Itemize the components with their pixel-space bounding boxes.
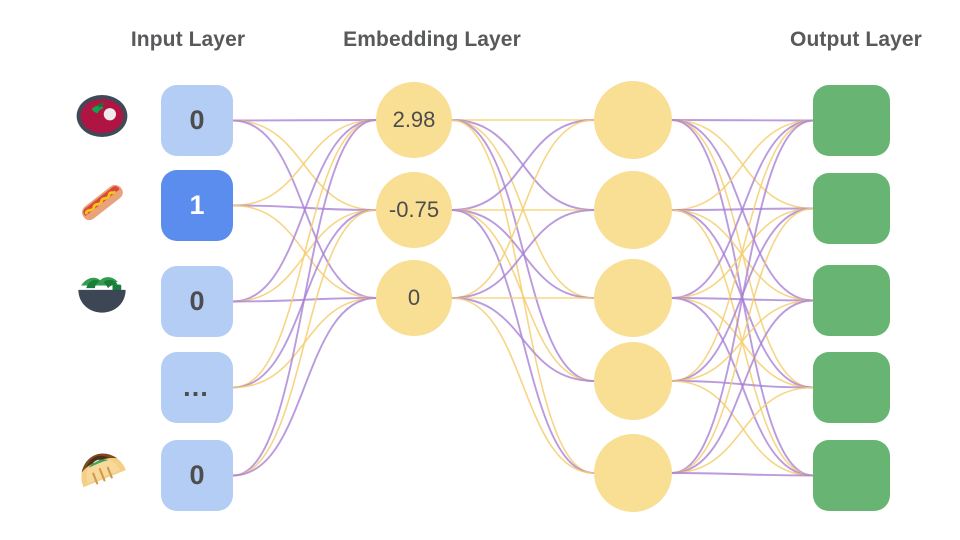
input-layer-title: Input Layer [130,28,246,51]
embedding-node-1-value: 2.98 [392,107,436,132]
output-node-5[interactable] [813,440,890,511]
taco-icon [74,444,130,500]
input-node-3[interactable]: 0 [161,266,233,337]
embedding-node-2[interactable]: -0.75 [376,172,452,248]
hidden-node-4[interactable] [594,342,672,420]
green-salad-icon [74,268,130,324]
input-node-1-value: 0 [189,105,205,135]
input-node-5[interactable]: 0 [161,440,233,511]
output-node-3[interactable] [813,265,890,336]
stew-bowl-icon [74,88,130,144]
input-node-4[interactable]: … [161,352,233,423]
embedding-layer-title: Embedding Layer [343,28,521,51]
embedding-node-3[interactable]: 0 [376,260,452,336]
input-node-2-value: 1 [189,190,205,220]
output-node-4[interactable] [813,352,890,423]
embedding-node-3-value: 0 [407,285,421,310]
output-node-1[interactable] [813,85,890,156]
hidden-node-1[interactable] [594,81,672,159]
embedding-node-1[interactable]: 2.98 [376,82,452,158]
output-node-2[interactable] [813,173,890,244]
input-node-2[interactable]: 1 [161,170,233,241]
hidden-node-2[interactable] [594,171,672,249]
input-node-1[interactable]: 0 [161,85,233,156]
hidden-node-5[interactable] [594,434,672,512]
embedding-node-2-value: -0.75 [388,197,440,222]
hot-dog-icon [74,174,130,230]
input-node-4-value: … [182,372,212,402]
hidden-node-3[interactable] [594,259,672,337]
output-layer-title: Output Layer [790,28,922,51]
input-node-5-value: 0 [189,460,205,490]
input-node-3-value: 0 [189,286,205,316]
